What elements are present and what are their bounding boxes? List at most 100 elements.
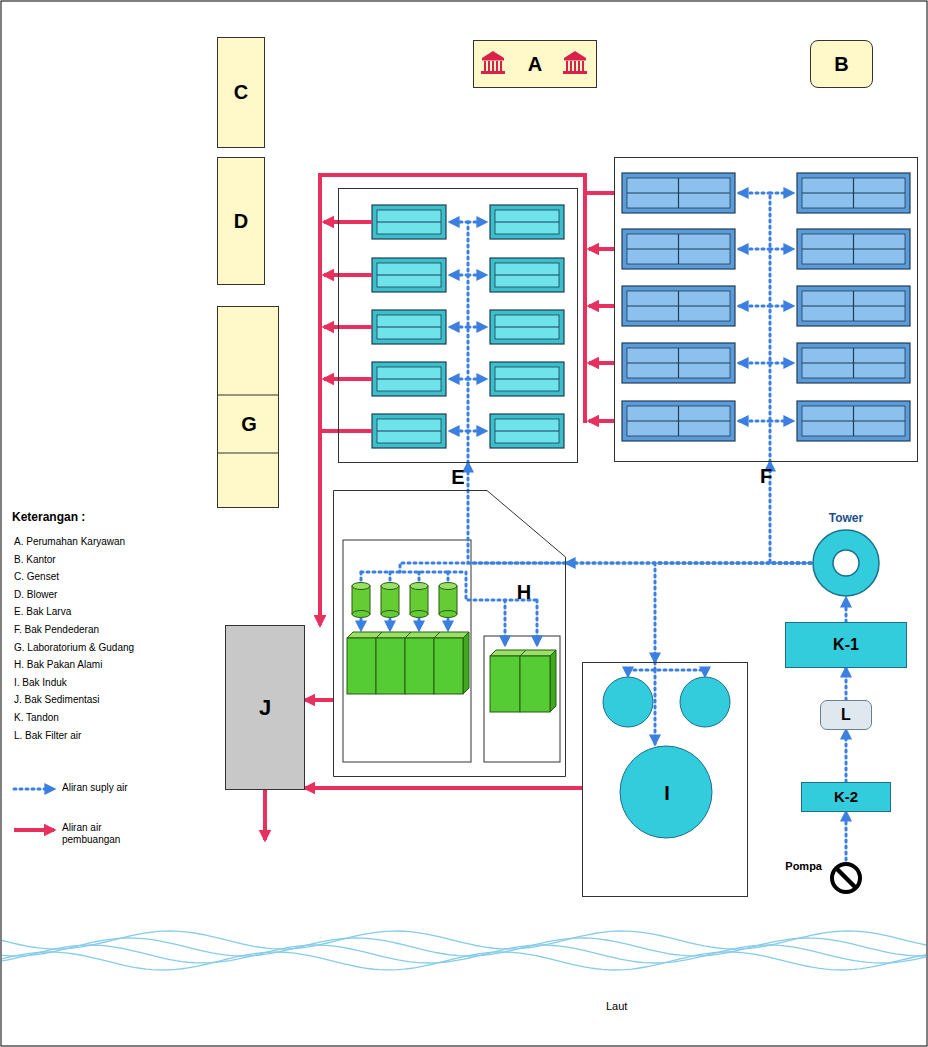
tank-frame	[372, 205, 446, 239]
supply-branch	[739, 362, 770, 365]
column	[578, 61, 580, 71]
node-label: L	[841, 706, 851, 724]
column	[488, 61, 490, 71]
supply-branch	[450, 430, 468, 433]
key-entry: E. Bak Larva	[14, 606, 71, 618]
column	[566, 61, 568, 71]
supply-connector	[845, 668, 848, 700]
sea-wave	[2, 952, 926, 970]
tank-inner	[377, 315, 441, 339]
tank	[372, 414, 446, 448]
tank-divider	[377, 221, 441, 222]
legend-sample	[14, 788, 54, 791]
supply-line	[361, 571, 448, 574]
tank-front	[520, 656, 550, 712]
tank	[372, 205, 446, 239]
lab-warehouse-box: G	[217, 306, 279, 508]
drain-arrow	[324, 377, 338, 381]
node-label: Tower	[791, 512, 901, 526]
building-icon	[563, 51, 587, 74]
broodstock-tank	[603, 677, 653, 727]
tank-divider	[377, 274, 441, 275]
tank-divider	[853, 348, 854, 378]
base	[481, 71, 505, 74]
supply-branch	[418, 572, 421, 582]
tank-inner	[802, 291, 905, 321]
supply-branch	[739, 420, 770, 423]
tank	[372, 258, 446, 292]
building-icon	[481, 51, 505, 74]
tank-frame	[797, 343, 910, 383]
key-entry: D. Blower	[14, 589, 57, 601]
tank-inner	[495, 419, 559, 443]
key-entry: B. Kantor	[14, 554, 56, 566]
base	[563, 71, 587, 74]
tank	[797, 343, 910, 383]
tank-divider	[495, 430, 559, 431]
larva-tank-group: E	[338, 188, 578, 463]
tank-inner	[802, 406, 905, 436]
tank-side	[550, 650, 556, 712]
key-entry: C. Genset	[14, 571, 59, 583]
drain-connector	[305, 698, 333, 702]
legend-text: Aliran air pembuangan	[62, 822, 142, 846]
supply-branch	[450, 378, 468, 381]
beam	[482, 58, 504, 61]
drain-arrow	[324, 325, 338, 329]
tank-divider	[495, 326, 559, 327]
drain-line	[338, 429, 372, 433]
tank-inner	[377, 419, 441, 443]
tank	[622, 286, 735, 326]
sedimentation-tank: J	[225, 625, 305, 790]
column	[500, 61, 502, 71]
reservoir-box: K-1	[785, 622, 907, 668]
key-entry: I. Bak Induk	[14, 677, 67, 689]
drain-connector	[320, 175, 614, 625]
supply-branch	[360, 572, 363, 582]
node-label: C	[234, 81, 248, 104]
tank-inner	[802, 348, 905, 378]
node-label: E	[339, 466, 577, 489]
tank-inner	[377, 367, 441, 391]
drain-line	[338, 220, 372, 224]
reservoir-box: K-2	[801, 782, 891, 812]
supply-connector	[845, 730, 848, 782]
tank-front	[347, 638, 376, 694]
supply-branch	[627, 670, 630, 676]
tank-frame	[372, 310, 446, 344]
tank-frame	[372, 258, 446, 292]
roof	[564, 51, 586, 58]
key-entry: H. Bak Pakan Alami	[14, 659, 102, 671]
partition	[217, 453, 279, 454]
tank-divider	[678, 406, 679, 436]
key-entry: A. Perumahan Karyawan	[14, 536, 125, 548]
tank-divider	[678, 291, 679, 321]
group-outline	[334, 491, 566, 777]
housing-box: A	[473, 40, 597, 88]
supply-branch	[770, 248, 793, 251]
tank	[622, 343, 735, 383]
genset-box: C	[217, 37, 265, 148]
pump-symbol: Pompa	[828, 860, 864, 896]
water-tower: Tower	[811, 528, 881, 598]
supply-branch	[360, 619, 363, 630]
node-outline	[828, 860, 864, 896]
drain-line	[338, 273, 372, 277]
drain-arrow	[324, 220, 338, 224]
column	[574, 61, 576, 71]
drain-line	[338, 325, 372, 329]
sub-box	[343, 540, 471, 762]
tank-frame	[622, 286, 735, 326]
cylinder-top	[381, 583, 399, 590]
supply-line	[467, 222, 470, 463]
outflow-arrow	[263, 790, 267, 840]
node-label: H	[517, 581, 531, 604]
drain-connector	[320, 431, 338, 625]
tank	[490, 362, 564, 396]
tank-frame	[490, 414, 564, 448]
tank-inner	[627, 348, 730, 378]
key-entry: L. Bak Filter air	[14, 730, 81, 742]
filter-box: L	[820, 700, 872, 730]
supply-connector	[845, 812, 848, 860]
